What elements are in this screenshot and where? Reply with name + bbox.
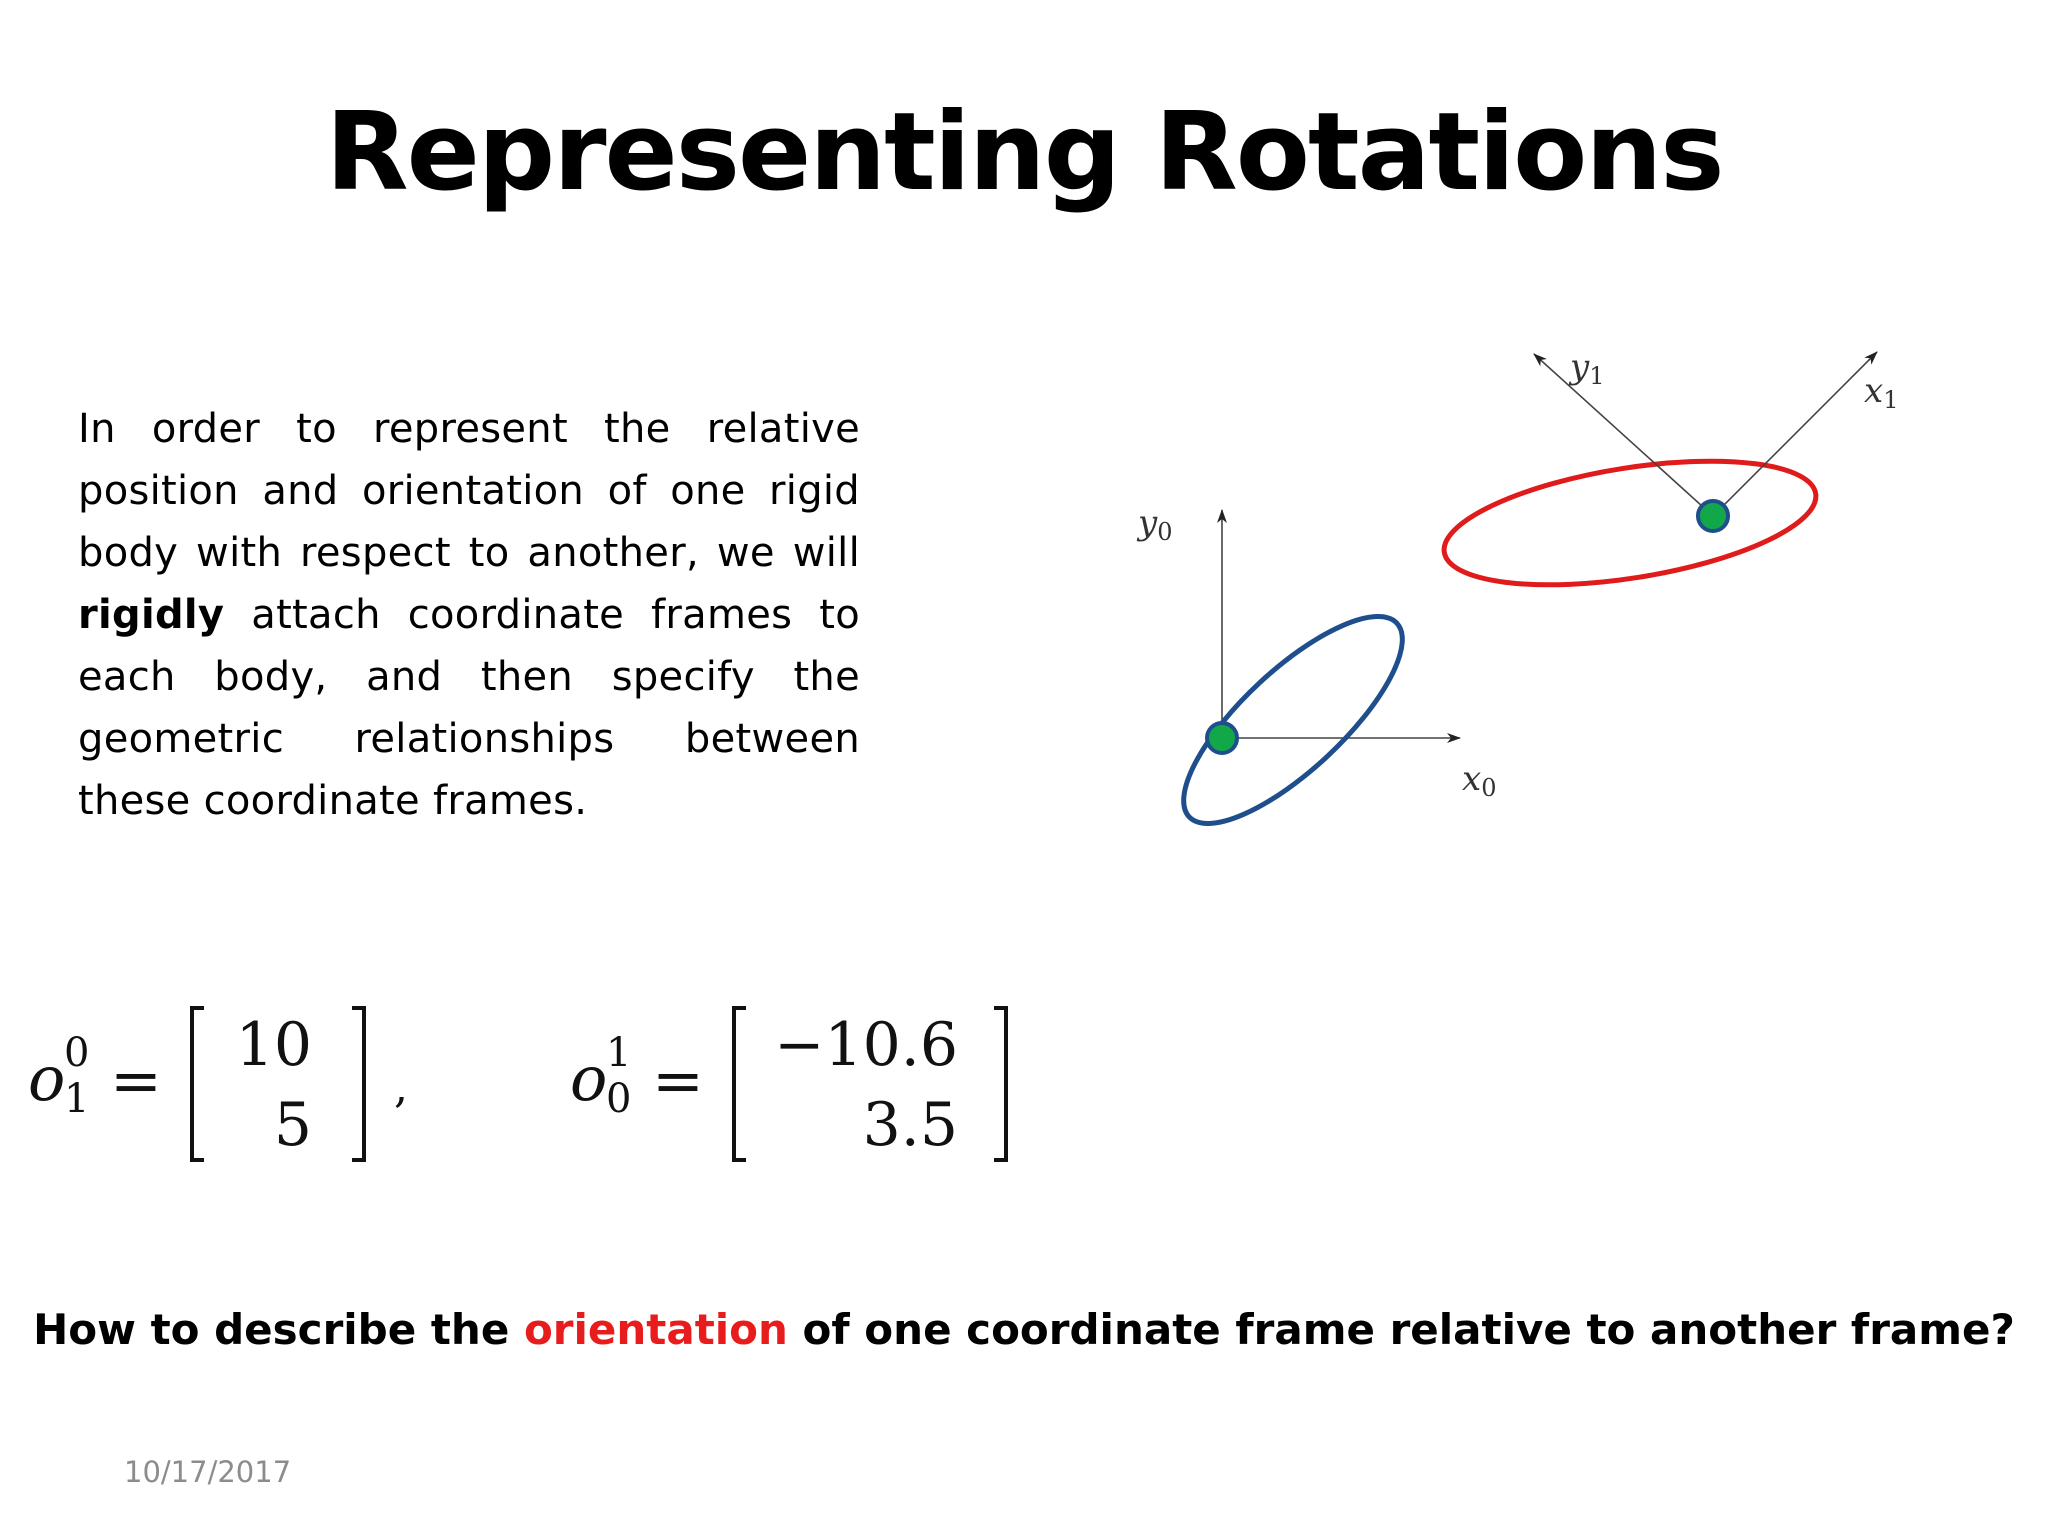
eq1-superscript: 0 — [64, 1030, 89, 1076]
eq1-symbol: o — [28, 1042, 65, 1115]
frame1-origin-dot — [1696, 499, 1730, 533]
eq1-right-bracket — [352, 1006, 366, 1162]
paragraph-text-2: attach coordinate frames to each body, a… — [78, 592, 860, 824]
paragraph-bold-word: rigidly — [78, 592, 225, 638]
frame1-x-axis — [1712, 351, 1878, 517]
eq2-equals: = — [652, 1044, 704, 1117]
slide-title: Representing Rotations — [325, 90, 1725, 215]
equation-o10: o 0 1 = 10 5 , — [28, 1006, 408, 1162]
eq2-entry-bottom: 3.5 — [863, 1090, 958, 1160]
eq1-subscript: 1 — [64, 1076, 89, 1122]
frame0-origin-dot — [1205, 721, 1239, 755]
question-highlight: orientation — [523, 1305, 788, 1354]
frame0-axes — [1217, 509, 1461, 743]
question-text-2: of one coordinate frame relative to anot… — [787, 1305, 2015, 1354]
frame1-x-label: x1 — [1864, 371, 1898, 414]
body1-ellipse — [1441, 458, 1819, 588]
eq2-subscript: 0 — [606, 1076, 631, 1122]
frame1-y-axis — [1533, 353, 1714, 517]
coordinate-frames-diagram: y0 x0 y1 x1 — [1136, 347, 1898, 827]
footer-date: 10/17/2017 — [124, 1455, 292, 1489]
eq1-entry-bottom: 5 — [274, 1090, 312, 1160]
frame0-y-label: y0 — [1136, 503, 1173, 546]
eq1-entry-top: 10 — [236, 1010, 312, 1080]
question-text-1: How to describe the — [33, 1305, 524, 1354]
frame0-x-label: x0 — [1462, 759, 1496, 802]
eq1-left-bracket — [190, 1006, 204, 1162]
eq2-entry-top: −10.6 — [774, 1010, 958, 1080]
eq2-left-bracket — [732, 1006, 746, 1162]
paragraph-text-1: In order to represent the relative posit… — [78, 406, 860, 576]
eq2-superscript: 1 — [606, 1030, 631, 1076]
eq1-equals: = — [110, 1044, 162, 1117]
body-paragraph: In order to represent the relative posit… — [78, 398, 860, 832]
equation-o01: o 1 0 = −10.6 3.5 — [570, 1006, 1008, 1162]
frame1-axes — [1533, 351, 1878, 517]
body0-ellipse — [1181, 613, 1405, 827]
eq2-symbol: o — [570, 1042, 607, 1115]
eq1-comma: , — [394, 1062, 408, 1113]
question-line: How to describe the orientation of one c… — [0, 1302, 2048, 1358]
eq2-right-bracket — [994, 1006, 1008, 1162]
frame1-y-label: y1 — [1568, 347, 1605, 390]
